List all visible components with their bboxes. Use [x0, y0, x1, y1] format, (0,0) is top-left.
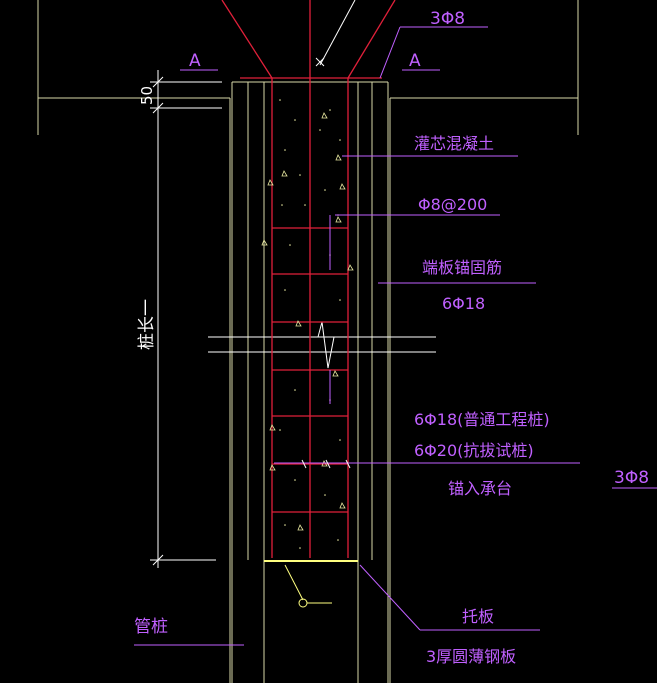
side-rebar-label: 3Φ8	[614, 468, 649, 488]
top-rebar-label: 3Φ8	[430, 9, 465, 29]
annotation-leaders	[134, 26, 657, 646]
dimension-top-label: 50	[138, 86, 156, 105]
pipe-pile-label: 管桩	[134, 617, 168, 637]
stirrup-label: Φ8@200	[418, 195, 487, 214]
pipe-pile-walls	[231, 81, 389, 683]
steel-plate-label: 3厚圆薄钢板	[426, 647, 516, 666]
dimension-length-label: 桩长一	[137, 299, 157, 350]
dimension-length	[150, 70, 222, 568]
concrete-aggregate-triangles	[261, 112, 354, 531]
rebar-cage	[221, 0, 396, 558]
end-plate-anchor-qty-label: 6Φ18	[442, 294, 485, 313]
section-label-left: A	[189, 51, 201, 71]
section-label-right: A	[409, 51, 421, 71]
support-plate-leader	[284, 564, 332, 608]
anchor-into-cap-label: 锚入承台	[448, 479, 512, 498]
anchor-test-label: 6Φ20(抗拔试桩)	[414, 441, 534, 460]
core-concrete-label: 灌芯混凝土	[414, 134, 494, 153]
break-line	[208, 321, 436, 369]
pile-cap-outline	[37, 0, 579, 683]
end-plate-anchor-label: 端板锚固筋	[422, 258, 502, 277]
support-plate-label: 托板	[462, 607, 494, 626]
anchor-normal-label: 6Φ18(普通工程桩)	[414, 410, 550, 429]
rebar-ticks	[301, 0, 356, 469]
